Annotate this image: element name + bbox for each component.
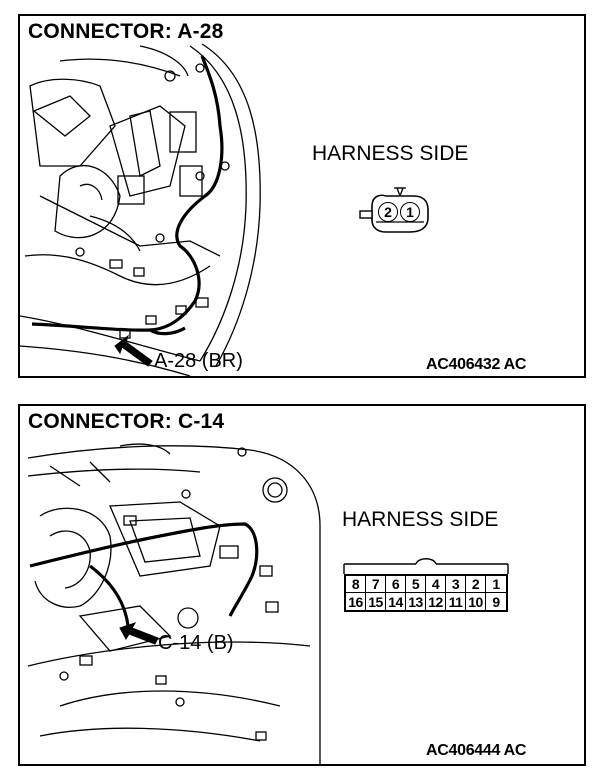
pin-cell: 3	[446, 576, 466, 593]
connector-a28-pin-1: 1	[400, 202, 420, 222]
harness-side-label-c14: HARNESS SIDE	[342, 508, 499, 531]
harness-side-label-a28: HARNESS SIDE	[312, 142, 469, 165]
pin-cell: 13	[406, 593, 426, 610]
connector-a28-title: CONNECTOR: A-28	[28, 20, 224, 43]
connector-c14-latch	[343, 558, 509, 574]
pin-cell: 11	[446, 593, 466, 610]
pin-cell: 12	[426, 593, 446, 610]
pin-cell: 7	[366, 576, 386, 593]
pin-cell: 9	[492, 593, 500, 610]
dashboard-illustration	[27, 443, 321, 764]
connector-c14-title: CONNECTOR: C-14	[28, 410, 225, 433]
connector-a28-callout: A-28 (BR)	[154, 350, 243, 372]
engine-bay-illustration	[20, 43, 261, 376]
pin-cell: 1	[486, 576, 506, 593]
connector-c14-panel: CONNECTOR: C-14	[18, 404, 586, 766]
pin-cell: 6	[386, 576, 406, 593]
pin-cell: 14	[386, 593, 406, 610]
connector-a28-panel: CONNECTOR: A-28	[18, 14, 586, 378]
connector-a28-pin-2: 2	[378, 202, 398, 222]
pin-cell: 10	[466, 593, 486, 610]
connector-c14-callout: C-14 (B)	[158, 632, 234, 654]
pin-cell: 2	[466, 576, 486, 593]
pin-cell: 8	[346, 576, 366, 593]
pin-cell: 5	[406, 576, 426, 593]
figure-code-c14: AC406444 AC	[426, 742, 527, 759]
figure-code-a28: AC406432 AC	[426, 356, 527, 373]
pin-cell: 15	[366, 593, 386, 610]
connector-c14-pin-grid: 8 7 6 5 4 3 2 1 16 15 14 13 12 11 10 9	[344, 574, 508, 612]
pin-cell: 4	[426, 576, 446, 593]
pin-cell: 16	[346, 593, 366, 610]
